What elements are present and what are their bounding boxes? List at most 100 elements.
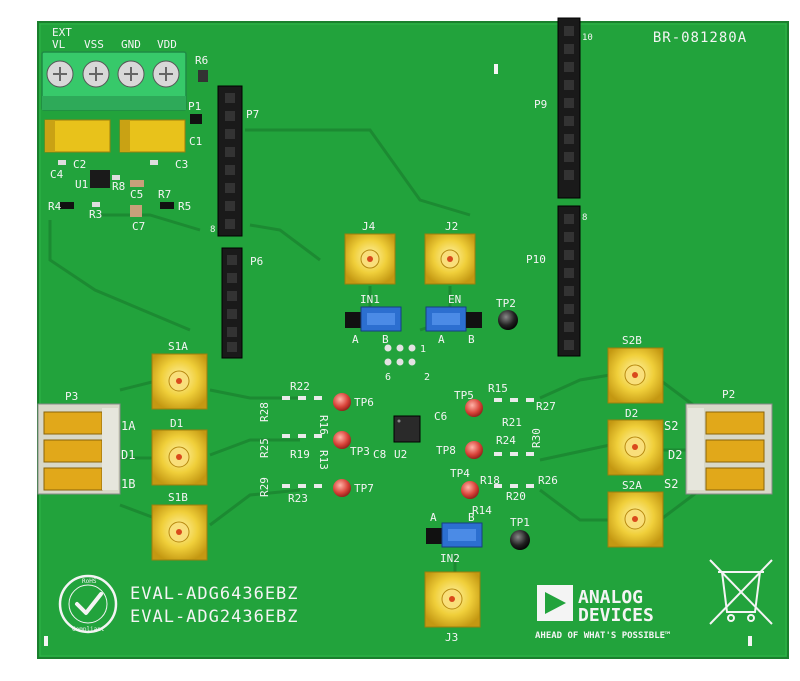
- pad-label-6: 6: [385, 372, 391, 383]
- label-r3: R3: [89, 208, 102, 221]
- terminal-p3[interactable]: [37, 403, 121, 495]
- pin-label-gnd: GND: [121, 38, 141, 51]
- label-c6: C6: [434, 410, 447, 423]
- label-r28: R28: [258, 402, 271, 422]
- label-r24: R24: [496, 434, 516, 447]
- label-r25: R25: [258, 438, 271, 458]
- label-tp7: TP7: [354, 482, 374, 495]
- model-line-1: EVAL-ADG6436EBZ: [130, 584, 299, 604]
- label-r27: R27: [536, 400, 556, 413]
- label-j3: J3: [445, 631, 458, 644]
- label-tp1: TP1: [510, 516, 530, 529]
- in1-a: A: [352, 333, 359, 346]
- jumper-en[interactable]: [425, 306, 482, 332]
- analog-devices-logo: [537, 585, 573, 621]
- label-c3: C3: [175, 158, 188, 171]
- terminal-p2[interactable]: [685, 403, 773, 495]
- p2-label-s2-top: S2: [664, 419, 678, 433]
- label-r16: R16: [317, 415, 330, 435]
- tp7-ring[interactable]: [333, 479, 351, 497]
- ext-label: EXT: [52, 26, 72, 39]
- label-p1: P1: [188, 100, 201, 113]
- test-points[interactable]: [333, 310, 530, 550]
- p3-label-d1: D1: [121, 448, 135, 462]
- label-r30: R30: [530, 428, 543, 448]
- sma-connectors[interactable]: [151, 233, 664, 628]
- power-terminal-block[interactable]: EXT VL VSS GND VDD: [41, 26, 187, 111]
- sma-s2b[interactable]: [607, 347, 664, 404]
- label-s1b: S1B: [168, 491, 188, 504]
- label-r29: R29: [258, 477, 271, 497]
- in2-b: B: [468, 511, 475, 524]
- label-d1: D1: [170, 417, 183, 430]
- label-r6: R6: [195, 54, 208, 67]
- jumper-in2[interactable]: [426, 522, 483, 548]
- p2-label-d2: D2: [668, 448, 682, 462]
- label-p3: P3: [65, 390, 78, 403]
- tp4-ring[interactable]: [461, 481, 479, 499]
- label-en: EN: [448, 293, 461, 306]
- label-j4: J4: [362, 220, 376, 233]
- logo-tagline: AHEAD OF WHAT'S POSSIBLE™: [535, 631, 670, 641]
- label-r22: R22: [290, 380, 310, 393]
- label-r18: R18: [480, 474, 500, 487]
- label-j2: J2: [445, 220, 458, 233]
- tp6-ring[interactable]: [333, 393, 351, 411]
- header-p9[interactable]: [557, 17, 581, 199]
- in1-b: B: [382, 333, 389, 346]
- label-c4: C4: [50, 168, 64, 181]
- label-tp4: TP4: [450, 467, 470, 480]
- pcb-substrate: [37, 21, 789, 659]
- label-r4: R4: [48, 200, 62, 213]
- label-tp6: TP6: [354, 396, 374, 409]
- pad-label-2: 2: [424, 372, 430, 383]
- label-p9: P9: [534, 98, 547, 111]
- label-c5: C5: [130, 188, 143, 201]
- label-r5: R5: [178, 200, 191, 213]
- rohs-line-2: Compliant: [72, 626, 105, 633]
- ic-u2: [393, 415, 421, 443]
- header-p10[interactable]: [557, 205, 581, 357]
- label-p10: P10: [526, 253, 546, 266]
- label-tp5: TP5: [454, 389, 474, 402]
- p3-label-1a: 1A: [121, 419, 136, 433]
- label-s2b: S2B: [622, 334, 642, 347]
- label-p7: P7: [246, 108, 259, 121]
- label-s1a: S1A: [168, 340, 188, 353]
- en-a: A: [438, 333, 445, 346]
- label-in1: IN1: [360, 293, 380, 306]
- label-tp3: TP3: [350, 445, 370, 458]
- header-p7[interactable]: [217, 85, 243, 237]
- tp8-ring[interactable]: [465, 441, 483, 459]
- label-r20: R20: [506, 490, 526, 503]
- tp3-ring[interactable]: [333, 431, 351, 449]
- p7-pin-number: 8: [210, 225, 215, 235]
- pin-label-vl: VL: [52, 38, 66, 51]
- label-r7: R7: [158, 188, 171, 201]
- jumper-in1[interactable]: [345, 306, 402, 332]
- p10-pin-number: 8: [582, 213, 587, 223]
- sma-s2a[interactable]: [607, 491, 664, 548]
- logo-text-analog: ANALOG: [578, 587, 643, 608]
- tp5-ring[interactable]: [465, 399, 483, 417]
- en-b: B: [468, 333, 475, 346]
- label-d2: D2: [625, 407, 638, 420]
- tantalum-capacitors: [44, 119, 186, 153]
- rohs-compliance-icon: [58, 574, 118, 634]
- label-c2: C2: [73, 158, 86, 171]
- label-r19: R19: [290, 448, 310, 461]
- rohs-line-1: RoHS: [82, 578, 97, 585]
- tp1-ring[interactable]: [510, 530, 530, 550]
- power-section-components: [58, 160, 174, 217]
- label-r15: R15: [488, 382, 508, 395]
- mounting-holes: [44, 64, 752, 646]
- pin-label-vss: VSS: [84, 38, 104, 51]
- header-p6[interactable]: [221, 247, 243, 359]
- label-r26: R26: [538, 474, 558, 487]
- tp2-ring[interactable]: [498, 310, 518, 330]
- model-line-2: EVAL-ADG2436EBZ: [130, 607, 299, 627]
- label-c7: C7: [132, 220, 145, 233]
- label-c1: C1: [189, 135, 202, 148]
- copper-traces: [48, 128, 701, 580]
